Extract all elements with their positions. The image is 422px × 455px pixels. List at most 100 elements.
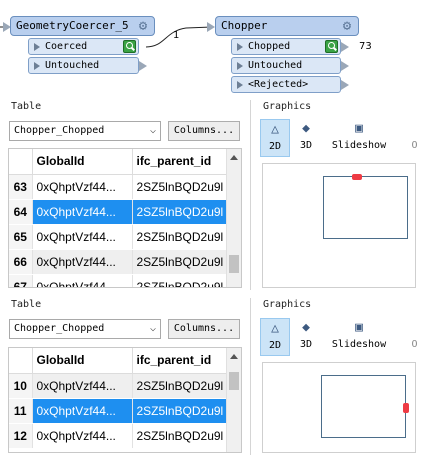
port-coerced[interactable]: Coerced — [28, 38, 139, 55]
graphics-view[interactable] — [262, 362, 416, 453]
panel-divider[interactable] — [250, 100, 251, 290]
row-number[interactable]: 63 — [9, 174, 33, 200]
row-number[interactable]: 65 — [9, 224, 33, 250]
cell-globalid[interactable]: 0xQhptVzf44... — [32, 423, 133, 449]
port-untouched[interactable]: Untouched — [231, 57, 349, 74]
node-title: GeometryCoercer_5 — [16, 19, 129, 32]
scroll-up-icon[interactable] — [230, 155, 238, 160]
tool-icon — [407, 318, 422, 338]
column-header-globalid[interactable]: GlobalId — [32, 149, 133, 175]
cell-globalid[interactable]: 0xQhptVzf44... — [32, 174, 133, 200]
output-arrow-icon — [341, 61, 349, 71]
cell-globalid[interactable]: 0xQhptVzf44... — [32, 199, 133, 225]
row-number[interactable]: 66 — [9, 249, 33, 275]
port-rejected[interactable]: <Rejected> — [231, 76, 349, 93]
table-panel-title: Table — [11, 299, 42, 310]
dataset-select[interactable]: Chopper_Chopped ⌵ — [9, 319, 161, 339]
dataset-select[interactable]: Chopper_Chopped ⌵ — [9, 121, 161, 141]
port-chopped[interactable]: Chopped — [231, 38, 349, 55]
view-3d-button[interactable]: ◆ 3D — [292, 318, 320, 356]
node-title: Chopper — [221, 19, 268, 32]
view-2d-button[interactable]: △ 2D — [260, 119, 290, 157]
graphics-view[interactable] — [262, 163, 416, 288]
feature-geometry[interactable] — [321, 375, 406, 438]
gear-icon[interactable]: ⚙ — [138, 18, 148, 34]
graphics-panel-title: Graphics — [263, 101, 312, 112]
port-untouched[interactable]: Untouched — [28, 57, 147, 74]
cell-ifc-parent-id[interactable]: 2SZ5lnBQD2u9l — [132, 249, 229, 275]
row-number[interactable]: 11 — [9, 398, 33, 424]
inspect-icon[interactable] — [325, 40, 338, 53]
column-header-ifc-parent-id[interactable]: ifc_parent_id — [132, 149, 229, 175]
highlighted-point[interactable] — [403, 403, 409, 413]
input-port-arrow[interactable] — [207, 22, 215, 32]
workflow-canvas[interactable]: GeometryCoercer_5 ⚙ Coerced Untouched 1 … — [0, 0, 422, 97]
output-arrow-icon — [341, 80, 349, 90]
row-number[interactable]: 10 — [9, 373, 33, 399]
slideshow-button[interactable]: ▣ Slideshow — [326, 318, 392, 356]
triangle-icon — [34, 62, 40, 70]
cell-globalid[interactable]: 0xQhptVzf44... — [32, 224, 133, 250]
feature-geometry[interactable] — [323, 176, 408, 239]
cell-ifc-parent-id[interactable]: 2SZ5lnBQD2u9l — [132, 274, 229, 287]
overflow-tool-button[interactable]: O — [407, 119, 422, 157]
cell-ifc-parent-id[interactable]: 2SZ5lnBQD2u9l — [132, 224, 229, 250]
cell-globalid[interactable]: 0xQhptVzf44... — [32, 398, 133, 424]
cell-globalid[interactable]: 0xQhptVzf44... — [32, 373, 133, 399]
cell-ifc-parent-id[interactable]: 2SZ5lnBQD2u9l — [132, 398, 229, 424]
port-label: Untouched — [248, 60, 303, 71]
cell-ifc-parent-id[interactable]: 2SZ5lnBQD2u9l — [132, 199, 229, 225]
port-label: Untouched — [45, 60, 100, 71]
vertical-scrollbar[interactable] — [226, 149, 241, 287]
highlighted-point[interactable] — [352, 174, 362, 180]
columns-button[interactable]: Columns... — [168, 121, 240, 141]
panel-divider[interactable] — [250, 298, 251, 455]
graphics-panel-title: Graphics — [263, 299, 312, 310]
cell-ifc-parent-id[interactable]: 2SZ5lnBQD2u9l — [132, 174, 229, 200]
input-port-arrow[interactable] — [3, 22, 11, 32]
cell-ifc-parent-id[interactable]: 2SZ5lnBQD2u9l — [132, 373, 229, 399]
row-number[interactable]: 67 — [9, 274, 33, 287]
column-header-globalid[interactable]: GlobalId — [32, 348, 133, 374]
columns-button[interactable]: Columns... — [168, 319, 240, 339]
gear-icon[interactable]: ⚙ — [342, 18, 352, 34]
cell-ifc-parent-id[interactable]: 2SZ5lnBQD2u9l — [132, 423, 229, 449]
vertical-scrollbar[interactable] — [226, 348, 241, 452]
node-geometrycoercer-header[interactable]: GeometryCoercer_5 ⚙ — [10, 16, 155, 36]
column-header-ifc-parent-id[interactable]: ifc_parent_id — [132, 348, 229, 374]
shapes-icon: △ — [271, 122, 279, 137]
cube-icon: ◆ — [302, 320, 310, 335]
connection-count: 1 — [173, 30, 180, 41]
view-2d-button[interactable]: △ 2D — [260, 318, 290, 356]
dataset-select-value: Chopper_Chopped — [14, 323, 105, 334]
graphics-toolbar: △ 2D ◆ 3D ▣ Slideshow O — [259, 119, 422, 159]
row-number[interactable]: 12 — [9, 423, 33, 449]
overflow-tool-button[interactable]: O — [407, 318, 422, 356]
chopped-count: 73 — [359, 41, 372, 52]
inspect-icon[interactable] — [123, 40, 136, 53]
triangle-icon — [237, 62, 243, 70]
view-3d-button[interactable]: ◆ 3D — [292, 119, 320, 157]
scrollbar-thumb[interactable] — [229, 372, 239, 391]
row-number[interactable]: 64 — [9, 199, 33, 225]
node-chopper-header[interactable]: Chopper ⚙ — [215, 16, 359, 36]
dataset-select-value: Chopper_Chopped — [14, 125, 105, 136]
slideshow-button[interactable]: ▣ Slideshow — [326, 119, 392, 157]
cell-globalid[interactable]: 0xQhptVzf44... — [32, 274, 133, 287]
chevron-down-icon: ⌵ — [149, 323, 156, 334]
cell-globalid[interactable]: 0xQhptVzf44... — [32, 249, 133, 275]
scroll-up-icon[interactable] — [230, 354, 238, 359]
scrollbar-thumb[interactable] — [229, 254, 239, 273]
chevron-down-icon: ⌵ — [149, 125, 156, 136]
